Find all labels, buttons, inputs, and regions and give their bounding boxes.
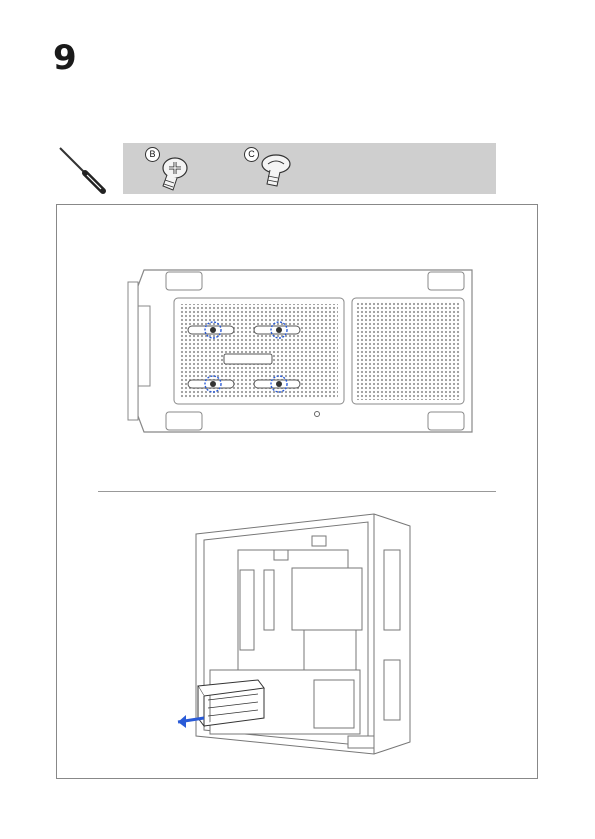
step-number: 9 xyxy=(53,38,77,78)
phillips-screw-icon xyxy=(151,150,197,192)
screw-b: B xyxy=(145,147,195,191)
removal-arrow-icon xyxy=(178,715,186,728)
section-divider xyxy=(98,491,496,492)
thumb-screw-icon xyxy=(250,150,296,192)
screw-legend-bar: B C xyxy=(123,143,496,194)
drive-tray-diagram xyxy=(124,266,476,438)
screwdriver-icon xyxy=(56,144,108,196)
screw-c: C xyxy=(244,147,294,191)
chassis-diagram xyxy=(174,510,414,760)
